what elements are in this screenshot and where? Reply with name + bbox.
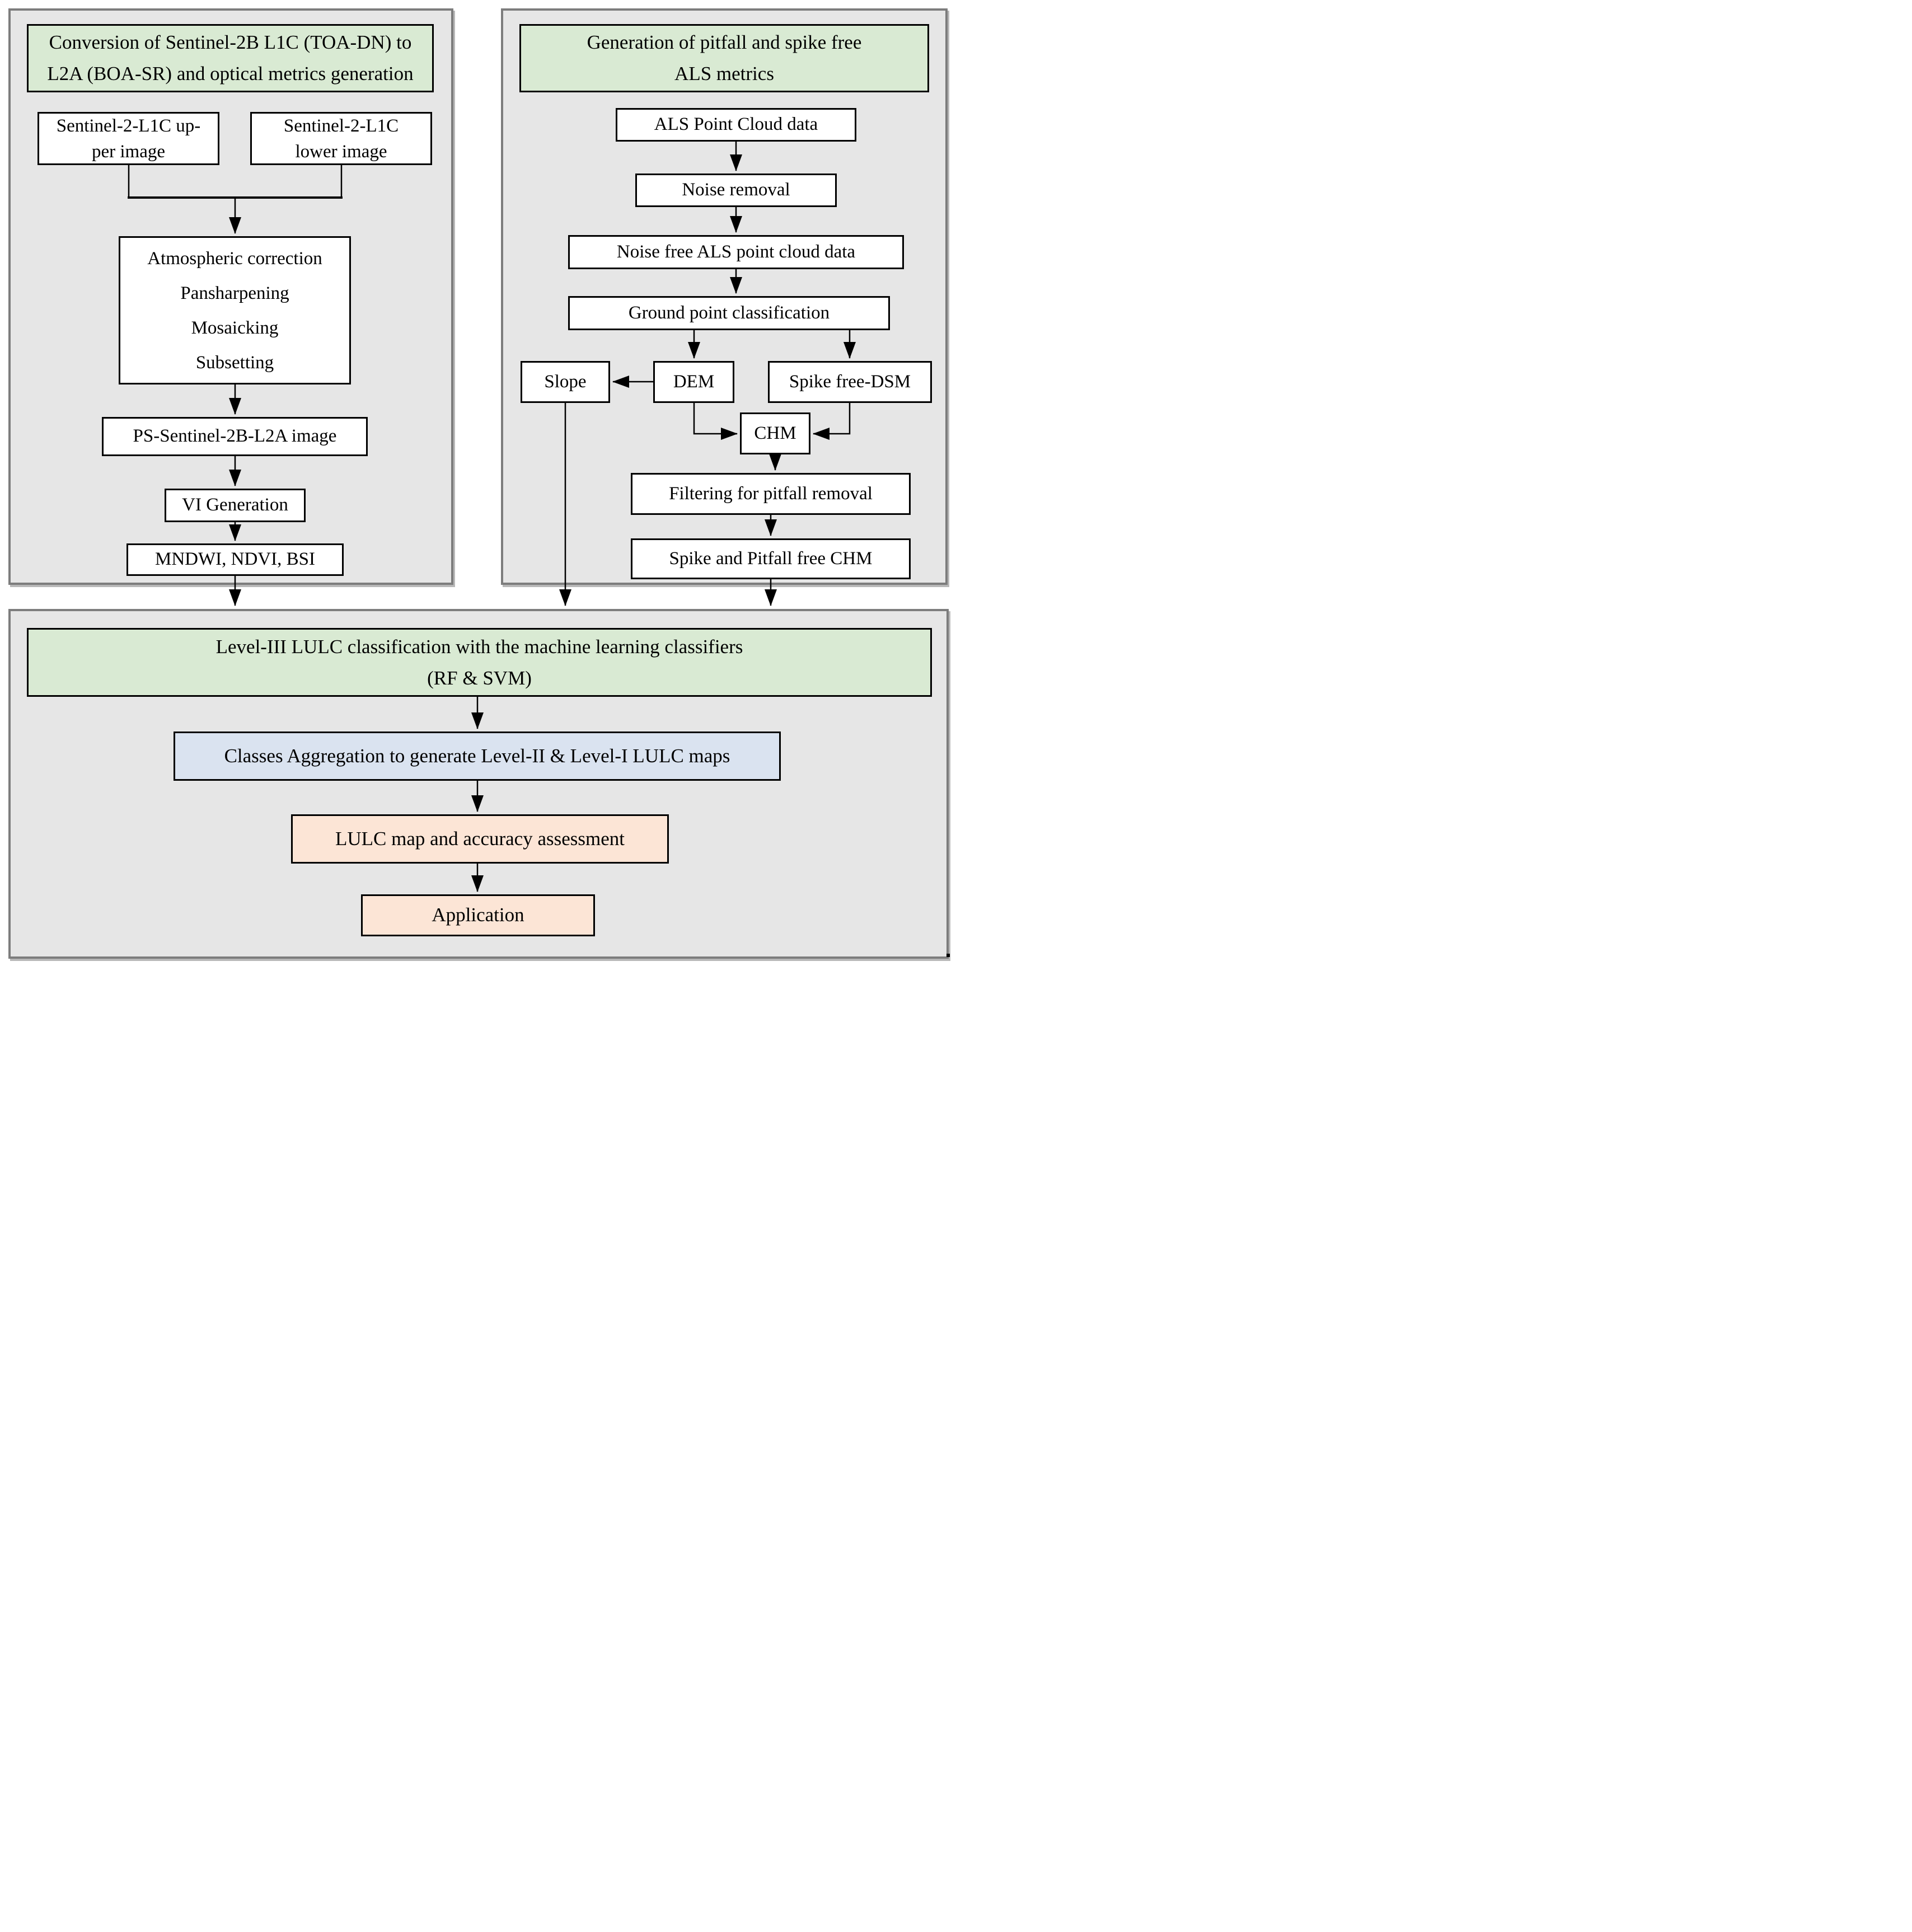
filtering-label: Filtering for pitfall removal — [669, 483, 873, 504]
ps-image-label: PS-Sentinel-2B-L2A image — [133, 426, 337, 447]
chm-label: CHM — [754, 423, 796, 443]
preprocessing-step: Subsetting — [195, 352, 274, 373]
classification-title: Level-III LULC classification with the m… — [27, 628, 932, 697]
box-application: Application — [361, 894, 595, 936]
arrow-dem-to-chm — [693, 403, 738, 440]
box-noise-free: Noise free ALS point cloud data — [568, 235, 904, 269]
box-sentinel-upper: Sentinel-2-L1C up- per image — [38, 112, 219, 165]
preprocessing-step: Atmospheric correction — [147, 248, 322, 269]
optical-title-line: L2A (BOA-SR) and optical metrics generat… — [47, 63, 414, 85]
classes-aggregation-label: Classes Aggregation to generate Level-II… — [224, 744, 730, 767]
box-dem: DEM — [653, 361, 734, 403]
als-title-line: Generation of pitfall and spike free — [587, 31, 862, 53]
box-spike-pitfall-free-chm: Spike and Pitfall free CHM — [631, 538, 911, 579]
classification-title-line: Level-III LULC classification with the m… — [215, 635, 743, 658]
box-indices: MNDWI, NDVI, BSI — [126, 543, 344, 576]
box-slope: Slope — [521, 361, 610, 403]
optical-title-line: Conversion of Sentinel-2B L1C (TOA-DN) t… — [49, 31, 412, 53]
box-preprocessing: Atmospheric correction Pansharpening Mos… — [119, 236, 351, 384]
box-noise-removal: Noise removal — [635, 173, 837, 207]
sentinel-lower-line: lower image — [295, 141, 387, 162]
box-filtering: Filtering for pitfall removal — [631, 473, 911, 515]
flowchart-canvas: Conversion of Sentinel-2B L1C (TOA-DN) t… — [0, 0, 956, 966]
box-chm: CHM — [740, 412, 810, 454]
box-sentinel-lower: Sentinel-2-L1C lower image — [250, 112, 432, 165]
box-classes-aggregation: Classes Aggregation to generate Level-II… — [174, 731, 781, 781]
corner-dot — [946, 954, 950, 957]
optical-title: Conversion of Sentinel-2B L1C (TOA-DN) t… — [27, 24, 434, 92]
slope-label: Slope — [544, 371, 587, 392]
ground-classification-label: Ground point classification — [628, 302, 830, 323]
noise-free-label: Noise free ALS point cloud data — [616, 241, 856, 262]
spike-free-dsm-label: Spike free-DSM — [789, 371, 911, 392]
als-point-cloud-label: ALS Point Cloud data — [654, 114, 818, 135]
box-lulc-accuracy: LULC map and accuracy assessment — [291, 814, 669, 864]
connectors-overlay — [128, 142, 856, 892]
arrow-dsm-to-chm — [813, 403, 851, 440]
classification-title-line: (RF & SVM) — [427, 667, 532, 689]
box-als-point-cloud: ALS Point Cloud data — [616, 108, 856, 142]
box-ps-image: PS-Sentinel-2B-L2A image — [102, 417, 368, 456]
vi-generation-label: VI Generation — [182, 495, 288, 515]
als-title-line: ALS metrics — [674, 63, 774, 85]
sentinel-lower-line: Sentinel-2-L1C — [283, 115, 399, 136]
dem-label: DEM — [673, 371, 715, 392]
box-vi-generation: VI Generation — [165, 489, 306, 522]
lulc-accuracy-label: LULC map and accuracy assessment — [335, 827, 625, 850]
spike-pitfall-free-chm-label: Spike and Pitfall free CHM — [669, 548, 873, 569]
box-spike-free-dsm: Spike free-DSM — [768, 361, 932, 403]
noise-removal-label: Noise removal — [682, 180, 790, 200]
box-ground-classification: Ground point classification — [568, 296, 890, 330]
indices-label: MNDWI, NDVI, BSI — [155, 549, 315, 570]
sentinel-upper-line: per image — [91, 141, 166, 162]
preprocessing-step: Mosaicking — [191, 317, 279, 338]
application-label: Application — [432, 904, 524, 926]
als-title: Generation of pitfall and spike free ALS… — [519, 24, 929, 92]
preprocessing-step: Pansharpening — [180, 283, 289, 303]
sentinel-upper-line: Sentinel-2-L1C up- — [56, 115, 201, 136]
